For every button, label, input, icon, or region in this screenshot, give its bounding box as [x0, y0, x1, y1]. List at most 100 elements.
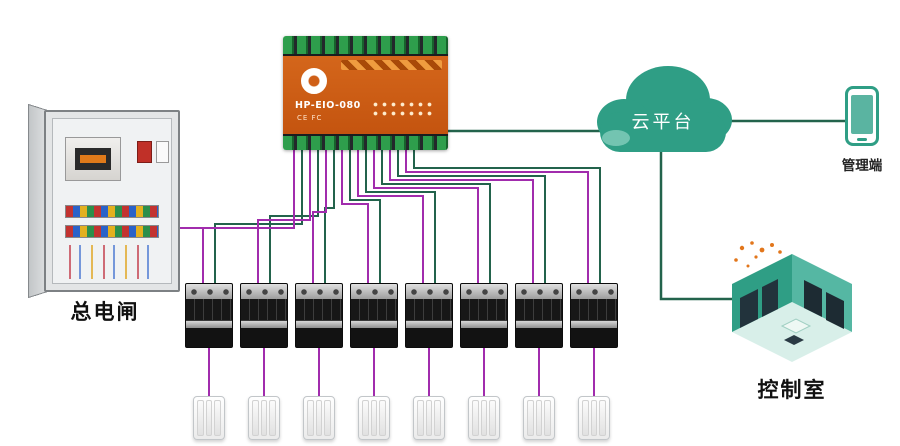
- hazard-stripes: [341, 60, 442, 70]
- switch-rocker: [197, 400, 204, 436]
- contactor-top-terminals: [351, 284, 397, 299]
- contactor: [350, 283, 398, 348]
- cabinet-label: 总电闸: [70, 300, 140, 324]
- management-phone-icon: [845, 86, 879, 146]
- cabinet-box: [44, 110, 180, 292]
- circuit-breaker: [65, 137, 121, 181]
- control-room-label: 控制室: [757, 378, 827, 402]
- phone-screen: [851, 95, 873, 134]
- switch-rocker: [214, 400, 222, 436]
- switch-rocker: [544, 400, 552, 436]
- cabinet-internal-wires: [69, 245, 155, 279]
- switch-rocker: [260, 400, 268, 436]
- switch-rocker: [252, 400, 259, 436]
- contactor-base: [186, 328, 232, 347]
- switch-rocker: [379, 400, 387, 436]
- contactor-body: [461, 299, 507, 321]
- green-wires: [214, 150, 601, 284]
- contactor-body: [241, 299, 287, 321]
- wire-segment: [357, 150, 424, 284]
- breaker-handle: [80, 155, 106, 163]
- switch-row: [193, 396, 610, 440]
- contactor-center-band: [241, 321, 287, 328]
- switch-rocker: [307, 400, 314, 436]
- contactor: [295, 283, 343, 348]
- device-logo-icon: [301, 68, 327, 94]
- contactor-top-terminals: [461, 284, 507, 299]
- wall-switch: [248, 396, 280, 440]
- wire-segment: [413, 150, 601, 284]
- device-certification-marks: CE FC: [297, 114, 323, 122]
- io-controller-device: HP-EIO-080 CE FC: [283, 36, 448, 150]
- contactor-base: [571, 328, 617, 347]
- switch-rocker: [472, 400, 479, 436]
- switch-rocker: [582, 400, 589, 436]
- wire-segment: [349, 150, 381, 284]
- contactor-base: [241, 328, 287, 347]
- controller-top-terminals: [283, 36, 448, 56]
- switch-rocker: [269, 400, 277, 436]
- device-model: HP-EIO-080: [295, 100, 361, 111]
- contactor-center-band: [296, 321, 342, 328]
- switch-rocker: [590, 400, 598, 436]
- aux-module-white: [156, 141, 169, 163]
- switch-rocker: [205, 400, 213, 436]
- wall-switch: [358, 396, 390, 440]
- wire-segment: [341, 150, 369, 284]
- contactor: [515, 283, 563, 348]
- wall-switch: [303, 396, 335, 440]
- contactor-body: [571, 299, 617, 321]
- contactor: [460, 283, 508, 348]
- spark-particles: [734, 241, 782, 268]
- contactor: [185, 283, 233, 348]
- room-floor-items: [780, 318, 812, 345]
- switch-rocker: [362, 400, 369, 436]
- contactor-body: [406, 299, 452, 321]
- switch-rocker: [599, 400, 607, 436]
- wire-segment: [312, 150, 327, 284]
- switch-rocker: [489, 400, 497, 436]
- switch-rocker: [425, 400, 433, 436]
- controller-body: HP-EIO-080 CE FC: [283, 56, 448, 134]
- switch-rocker: [535, 400, 543, 436]
- wire-segment: [202, 150, 295, 284]
- cloud-platform: 云平台: [588, 56, 738, 168]
- cloud-room-link: [659, 140, 734, 301]
- contactor-center-band: [186, 321, 232, 328]
- contactor-top-terminals: [516, 284, 562, 299]
- contactor-body: [516, 299, 562, 321]
- wall-switch: [193, 396, 225, 440]
- cloud-icon: [597, 66, 732, 152]
- contactor-center-band: [461, 321, 507, 328]
- wire-segment: [389, 150, 534, 284]
- wire-segment: [373, 150, 479, 284]
- cabinet-inner-panel: [52, 118, 172, 284]
- contactor-center-band: [406, 321, 452, 328]
- server-racks: [740, 279, 844, 329]
- phone-home-button: [857, 138, 867, 141]
- contactor-center-band: [571, 321, 617, 328]
- wall-switch: [523, 396, 555, 440]
- wire-segment: [257, 150, 311, 284]
- contactor-base: [461, 328, 507, 347]
- cloud-highlight: [602, 130, 630, 146]
- contactor-top-terminals: [186, 284, 232, 299]
- contactor-body: [296, 299, 342, 321]
- switch-rocker: [324, 400, 332, 436]
- contactor: [405, 283, 453, 348]
- contactor: [240, 283, 288, 348]
- wall-switch: [468, 396, 500, 440]
- switch-rocker: [434, 400, 442, 436]
- contactor-body: [351, 299, 397, 321]
- switch-rocker: [315, 400, 323, 436]
- switch-rocker: [480, 400, 488, 436]
- terminal-block-row: [65, 205, 159, 218]
- wire-segment: [324, 150, 335, 284]
- main-breaker-cabinet: [28, 103, 180, 299]
- contactor-top-terminals: [296, 284, 342, 299]
- contactor-base: [406, 328, 452, 347]
- wire-segment: [397, 150, 546, 284]
- contactor: [570, 283, 618, 348]
- contactor-base: [516, 328, 562, 347]
